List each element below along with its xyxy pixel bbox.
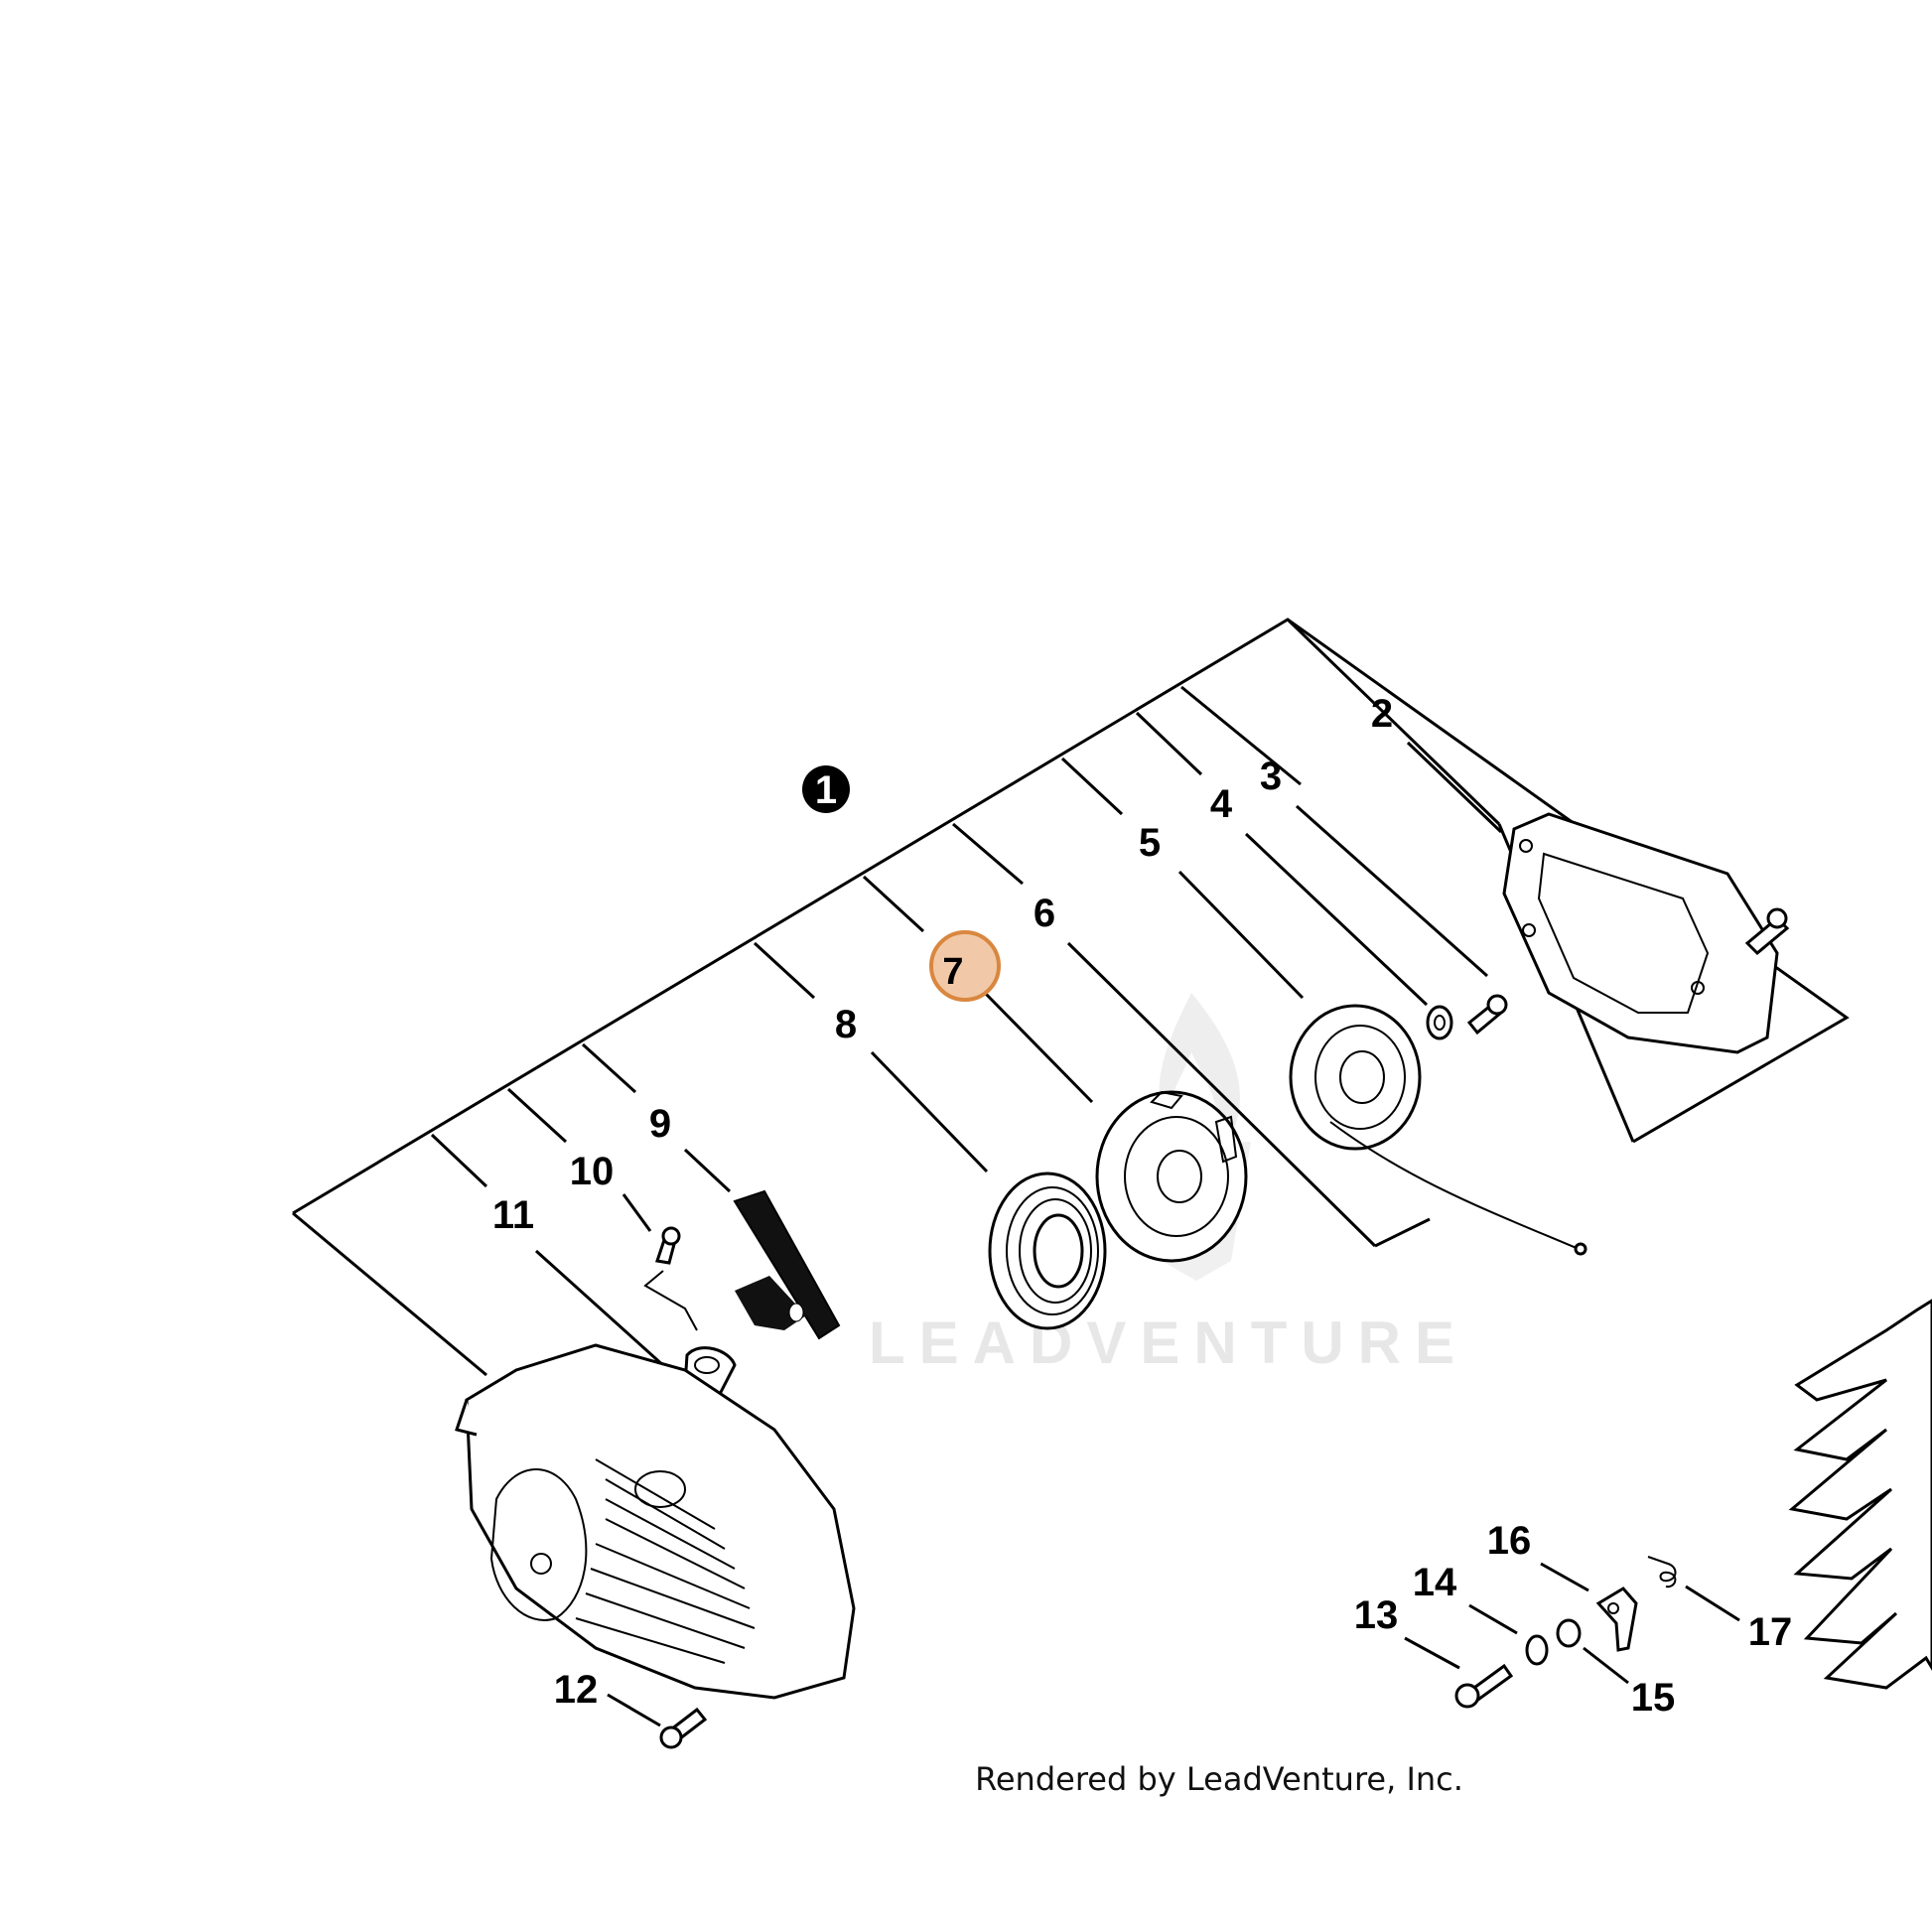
- part-14-washer: [1525, 1634, 1549, 1666]
- part-3-screw: [1466, 994, 1508, 1035]
- callout-6[interactable]: 6: [1034, 892, 1055, 935]
- part-12-screw: [659, 1707, 708, 1749]
- part-4-washer: [1426, 1005, 1453, 1040]
- callout-1-text: 1: [815, 768, 837, 812]
- part-9-starter-grip: [733, 1189, 841, 1340]
- callout-13[interactable]: 13: [1354, 1593, 1399, 1637]
- callout-8[interactable]: 8: [835, 1003, 857, 1046]
- callout-4[interactable]: 4: [1210, 782, 1233, 826]
- part-13-screw: [1454, 1663, 1514, 1709]
- callout-16[interactable]: 16: [1487, 1519, 1532, 1563]
- part-8-rewind-spring: [988, 1172, 1107, 1330]
- callout-11[interactable]: 11: [492, 1193, 534, 1237]
- part-15-bushing: [1556, 1618, 1582, 1648]
- flywheel-partial: [1788, 1299, 1932, 1690]
- callout-7-text: 7: [942, 951, 963, 993]
- part-2-cover-plate: [1502, 812, 1790, 1054]
- callout-3[interactable]: 3: [1260, 755, 1282, 798]
- part-16-pawl: [1595, 1587, 1638, 1652]
- part-11-starter-cover: [455, 1343, 856, 1700]
- watermark-text: LEADVENTURE: [869, 1310, 1468, 1376]
- callout-15[interactable]: 15: [1631, 1676, 1676, 1720]
- credit-text: Rendered by LeadVenture, Inc.: [975, 1760, 1463, 1798]
- callout-10[interactable]: 10: [570, 1150, 615, 1193]
- part-10-screw: [643, 1226, 698, 1331]
- callout-9[interactable]: 9: [649, 1102, 671, 1146]
- part-17-spring: [1647, 1556, 1677, 1588]
- callout-5[interactable]: 5: [1139, 821, 1161, 865]
- callout-14[interactable]: 14: [1413, 1561, 1457, 1604]
- part-5-rope-rotor: [1289, 1004, 1587, 1256]
- callout-7-highlighted[interactable]: 7: [929, 930, 1001, 1002]
- callout-12[interactable]: 12: [554, 1668, 599, 1712]
- callout-17[interactable]: 17: [1748, 1610, 1793, 1654]
- callout-2[interactable]: 2: [1371, 692, 1393, 736]
- callout-1[interactable]: 1: [802, 765, 850, 813]
- part-6-spring-housing: [1095, 1090, 1248, 1263]
